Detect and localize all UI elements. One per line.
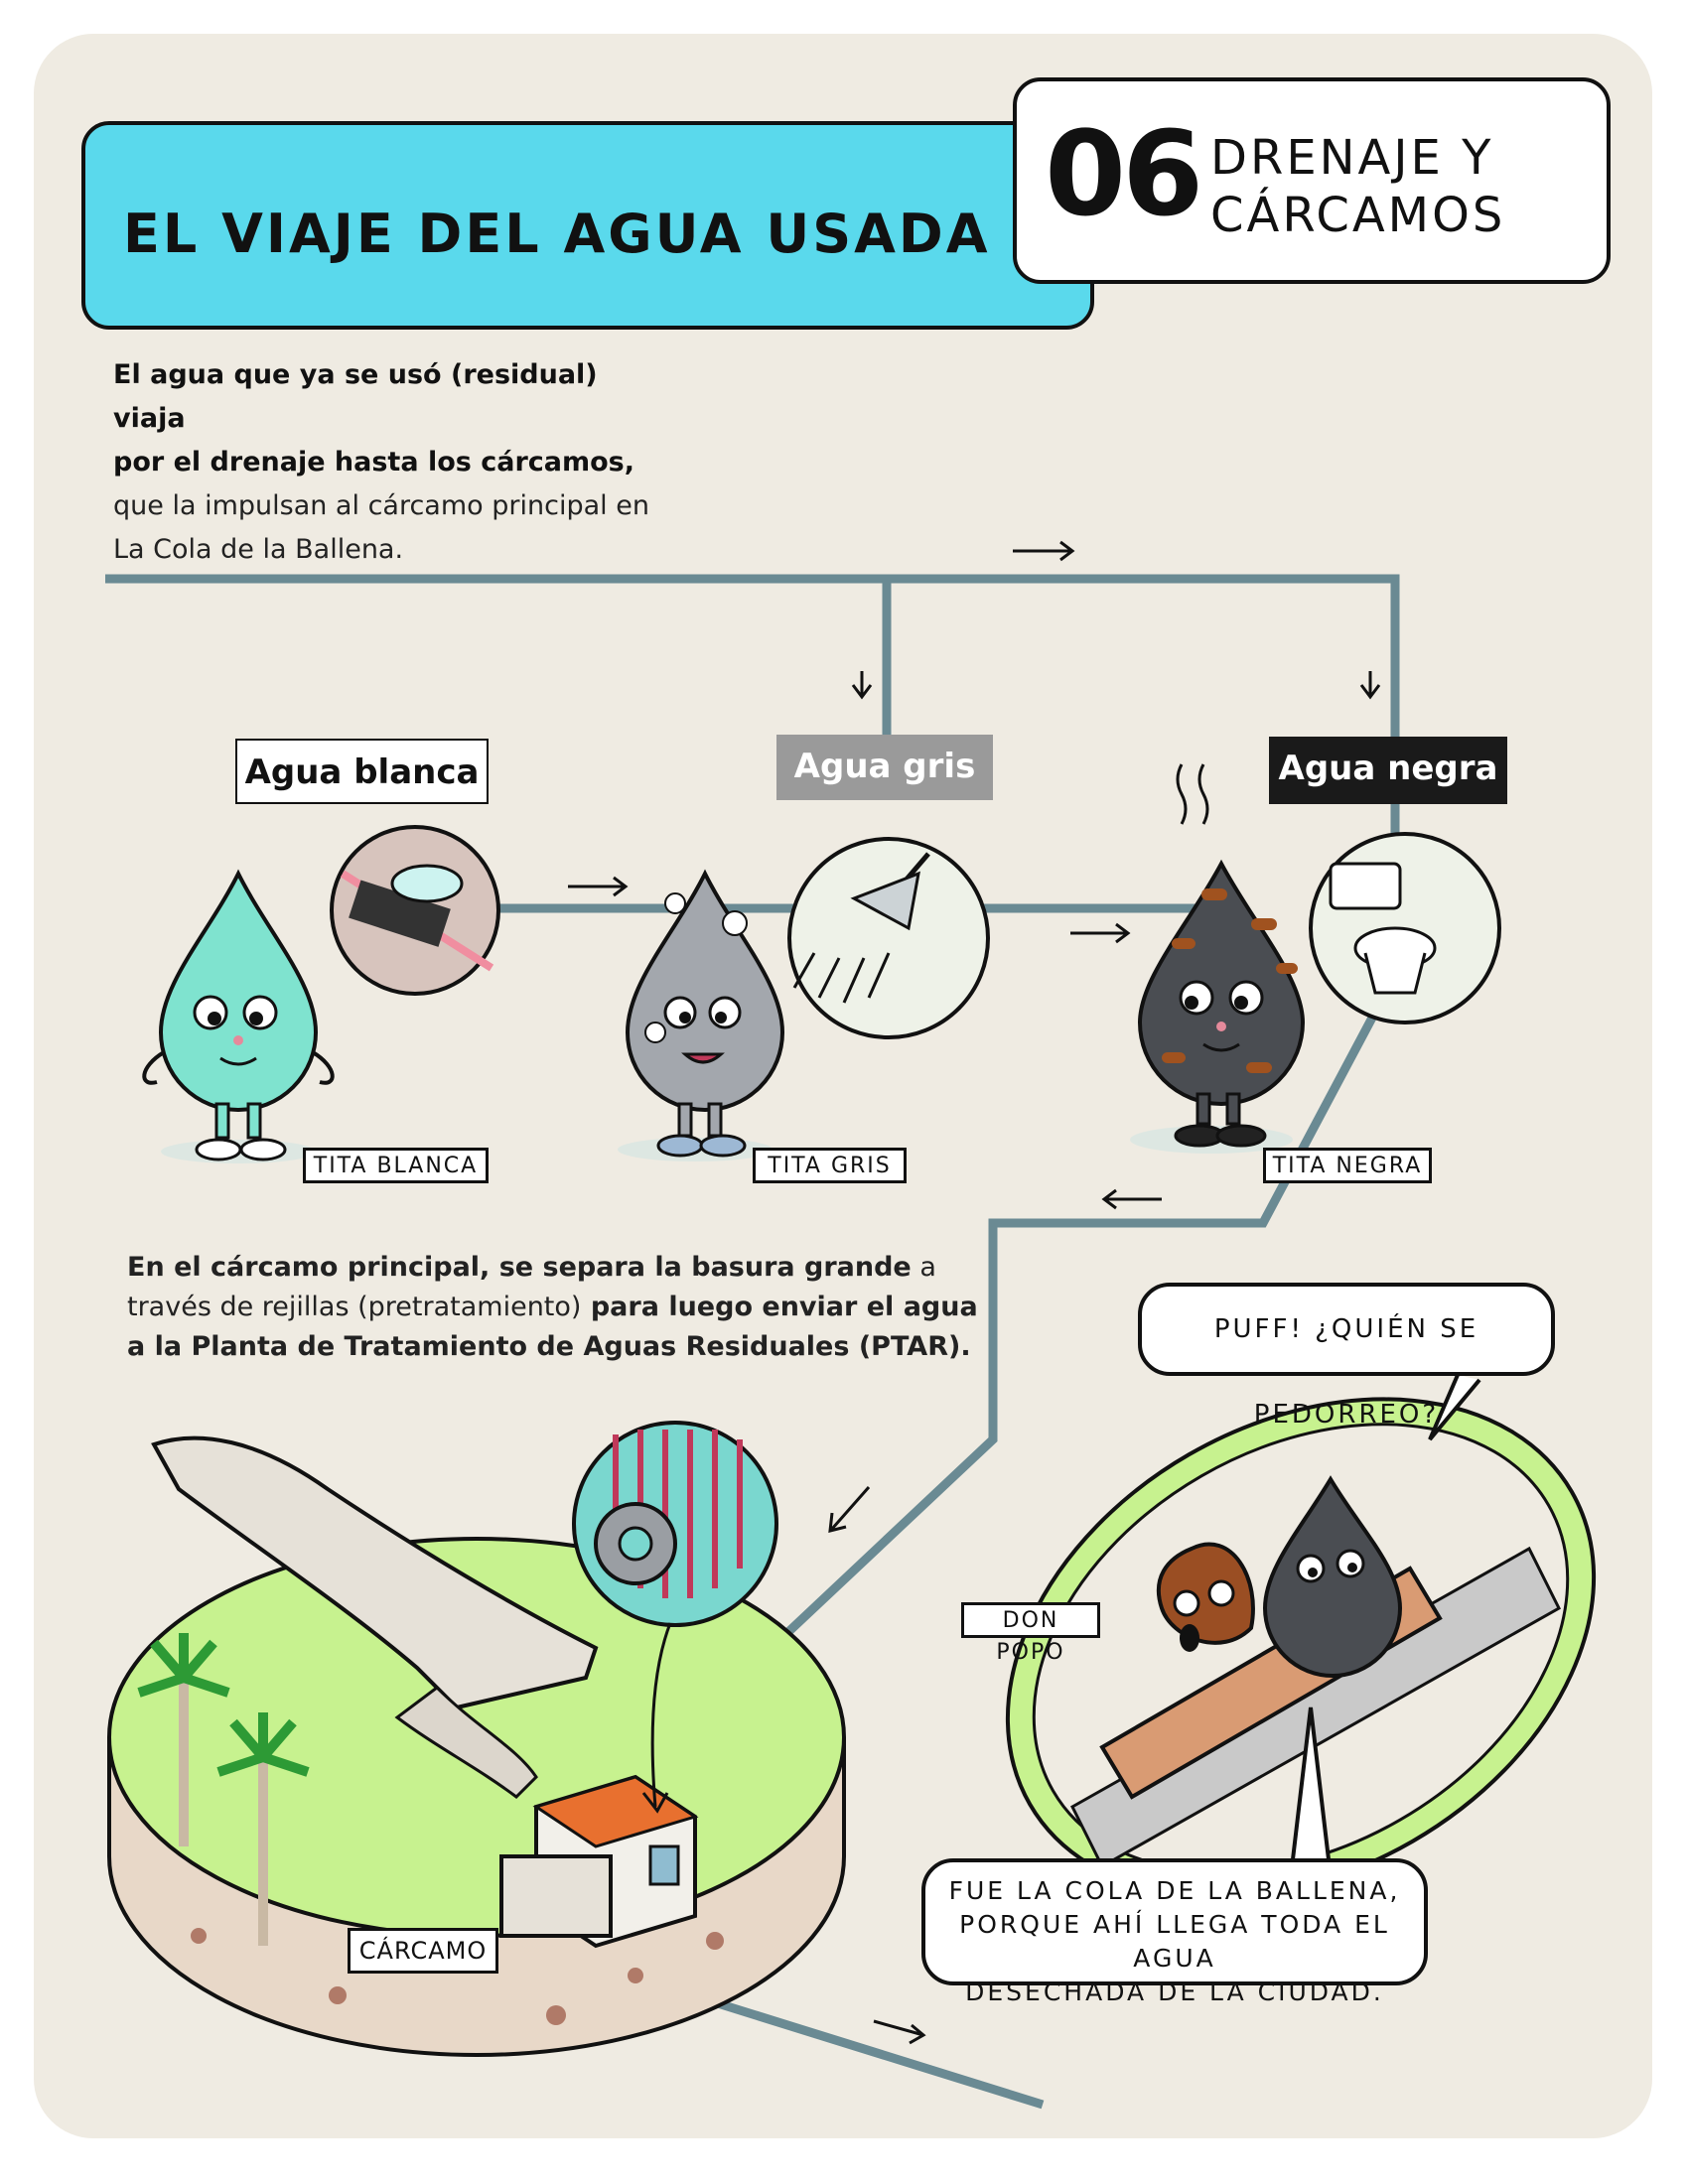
tag-tita-negra: TITA NEGRA — [1263, 1148, 1432, 1183]
speech-bubble-bottom: FUE LA COLA DE LA BALLENA, PORQUE AHÍ LL… — [921, 1858, 1428, 2006]
speech-bubble-top: PUFF! ¿QUIÉN SE PEDORREO? — [1138, 1283, 1555, 1430]
label-agua-gris: Agua gris — [776, 735, 993, 800]
grille-zoom-icon — [572, 1421, 778, 1814]
flow-arrows — [568, 540, 1381, 2045]
section-box: 06 DRENAJE Y CÁRCAMOS — [1013, 77, 1611, 284]
page-title: EL VIAJE DEL AGUA USADA — [123, 203, 991, 265]
intro-paragraph: El agua que ya se usó (residual) viaja p… — [113, 359, 649, 565]
toilet-icon — [1309, 832, 1501, 1024]
section-number: 06 — [1045, 105, 1203, 242]
pretreatment-paragraph: En el cárcamo principal, se separa la ba… — [127, 1252, 978, 1362]
drain-grate-icon — [330, 825, 500, 996]
shower-icon — [787, 837, 990, 1039]
tita-gris-figure — [618, 869, 785, 1161]
label-agua-negra: Agua negra — [1269, 737, 1507, 804]
tita-blanca-figure — [142, 869, 335, 1163]
tag-don-popo: DON POPO — [961, 1602, 1100, 1665]
tag-tita-blanca: TITA BLANCA — [303, 1148, 489, 1183]
tita-negra-figure — [1130, 763, 1306, 1154]
sewer-scene — [1005, 1397, 1597, 1899]
label-carcamo: CÁRCAMO — [348, 1928, 498, 1974]
title-banner: EL VIAJE DEL AGUA USADA — [81, 121, 1094, 330]
tag-tita-gris: TITA GRIS — [753, 1148, 907, 1183]
section-title: DRENAJE Y CÁRCAMOS — [1210, 130, 1506, 243]
label-agua-blanca: Agua blanca — [235, 739, 489, 804]
